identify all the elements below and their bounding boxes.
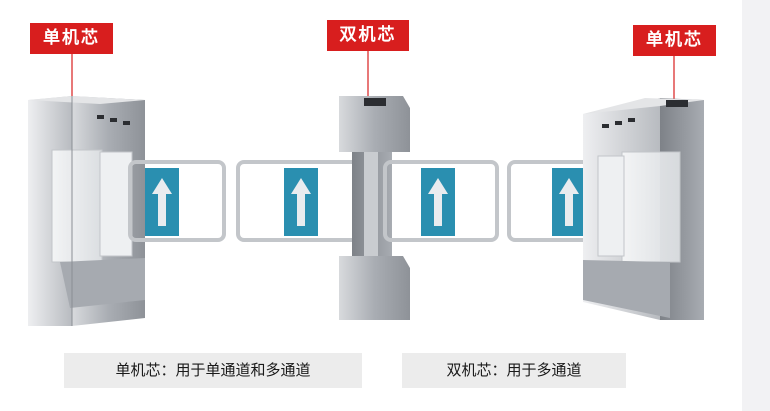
up-arrow-icon (291, 178, 311, 226)
double-core-caption: 双机芯：用于多通道 (402, 353, 626, 388)
left-cabinet (28, 96, 145, 326)
up-arrow-icon (428, 178, 448, 226)
right-cabinet (583, 98, 704, 320)
right-gutter (742, 0, 770, 411)
left-wing-gate (128, 160, 226, 242)
turnstile-illustration (28, 51, 704, 326)
right-core-tag: 单机芯 (633, 25, 716, 56)
left-core-tag: 单机芯 (30, 23, 113, 54)
middle-post (236, 96, 499, 320)
middle-core-tag: 双机芯 (327, 20, 409, 51)
up-arrow-icon (559, 178, 579, 226)
up-arrow-icon (152, 178, 172, 226)
single-core-caption: 单机芯：用于单通道和多通道 (64, 353, 362, 388)
middle-right-gate-frame (383, 160, 499, 242)
